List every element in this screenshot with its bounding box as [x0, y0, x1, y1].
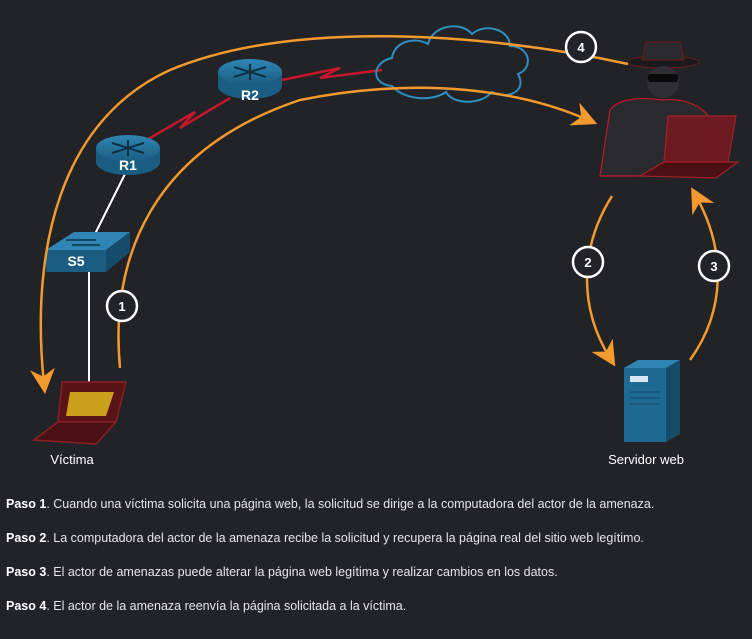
step-title: Paso 1 — [6, 497, 47, 511]
attacker-figure — [599, 41, 740, 179]
step-title: Paso 3 — [6, 565, 47, 579]
victim-laptop: Víctima — [31, 381, 127, 467]
step-marker-3: 3 — [697, 249, 731, 283]
web-server: Servidor web — [608, 360, 684, 467]
step-body: . El actor de la amenaza reenvía la pági… — [46, 599, 407, 613]
router-label: R1 — [119, 157, 137, 173]
router-r2: R2 — [218, 59, 282, 103]
router-label: R2 — [241, 87, 259, 103]
step-body: . La computadora del actor de la amenaza… — [46, 531, 644, 545]
step-title: Paso 2 — [6, 531, 47, 545]
switch-s5: S5 — [46, 232, 130, 272]
step-marker-2: 2 — [571, 245, 605, 279]
victim-label: Víctima — [50, 452, 94, 467]
step-3-text: Paso 3. El actor de amenazas puede alter… — [6, 564, 746, 580]
internet-cloud — [375, 25, 529, 103]
switch-label: S5 — [67, 253, 84, 269]
steps-description: Paso 1. Cuando una víctima solicita una … — [6, 496, 746, 632]
svg-text:1: 1 — [118, 299, 125, 314]
step-marker-4: 4 — [564, 30, 598, 64]
arrow-step4-return — [30, 35, 629, 394]
step-4-text: Paso 4. El actor de la amenaza reenvía l… — [6, 598, 746, 614]
step-marker-1: 1 — [105, 289, 139, 323]
svg-text:2: 2 — [584, 255, 591, 270]
step-1-text: Paso 1. Cuando una víctima solicita una … — [6, 496, 746, 512]
step-2-text: Paso 2. La computadora del actor de la a… — [6, 530, 746, 546]
wan-link-r2-cloud — [281, 66, 383, 82]
svg-text:3: 3 — [710, 259, 717, 274]
arrow-step2-fetch — [585, 195, 616, 367]
svg-text:4: 4 — [577, 40, 585, 55]
network-diagram: R1 R2 S5 Víctima Servido — [30, 25, 740, 467]
step-body: . Cuando una víctima solicita una página… — [46, 497, 655, 511]
link-r1-s5 — [92, 171, 127, 239]
wan-link-r1-r2 — [142, 96, 231, 144]
step-title: Paso 4 — [6, 599, 47, 613]
step-body: . El actor de amenazas puede alterar la … — [46, 565, 558, 579]
server-label: Servidor web — [608, 452, 684, 467]
arrow-step1-request — [117, 86, 598, 369]
router-r1: R1 — [96, 135, 160, 175]
